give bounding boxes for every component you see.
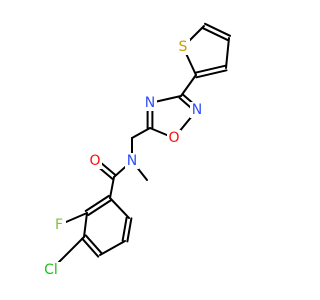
atom-n_amide: N [127, 153, 137, 169]
benzene-bond-5-a [126, 217, 133, 243]
methylene-oxadiazole-bond [131, 127, 151, 139]
thiophene-c5-c4-double-bond-b [204, 22, 232, 37]
atom-n_ring_2: N [192, 102, 202, 118]
carbonyl-aryl-bond [109, 176, 115, 199]
benzene-bond-2 [83, 212, 88, 238]
atom-o_ring: O [168, 130, 179, 146]
n_ring_2-label-background [190, 102, 204, 118]
thiophene-c3-c2-double-bond-b [195, 69, 228, 79]
o_carbonyl-label-background [88, 153, 102, 169]
benzene-bond-3-b [84, 234, 103, 255]
s_thiophene-label-background [176, 39, 190, 55]
n_ring_3-label-background [143, 95, 157, 111]
thiophene-c3-c2-double-bond-a [194, 64, 227, 74]
oxadiazole-thiophene-bond [180, 74, 197, 97]
benzene-bond-1-b [87, 199, 113, 217]
atom-n_ring_3: N [145, 95, 155, 111]
benzene-bond-5-b [121, 216, 128, 242]
benzene-bond-6 [109, 197, 130, 219]
thiophene-c4-c3-bond [225, 37, 230, 69]
o_ring-label-background [167, 130, 181, 146]
bond-layer [50, 22, 232, 271]
atom-f_aryl: F [55, 217, 63, 233]
atom-s_thiophene: S [179, 39, 188, 55]
thiophene-c5-c4-double-bond-a [201, 27, 229, 42]
benzene-bond-1-a [84, 194, 110, 212]
f_aryl-label-background [52, 217, 66, 233]
atom-o_carbonyl: O [89, 153, 100, 169]
atom-cl_aryl: Cl [44, 262, 58, 278]
benzene-bond-4 [99, 240, 126, 256]
n_amide-label-background [125, 153, 139, 169]
cl_aryl-label-background [40, 262, 62, 278]
benzene-bond-3-a [81, 237, 100, 258]
